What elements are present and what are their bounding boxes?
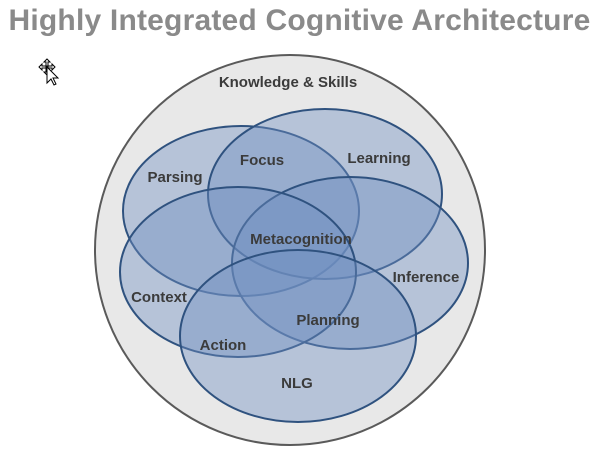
move-cursor-icon bbox=[38, 58, 60, 86]
nlg-label: NLG bbox=[281, 375, 313, 392]
planning-label: Planning bbox=[296, 312, 359, 329]
learning-label: Learning bbox=[347, 150, 410, 167]
inference-label: Inference bbox=[393, 269, 460, 286]
ellipse-left bbox=[119, 186, 357, 358]
diagram-title: Highly Integrated Cognitive Architecture bbox=[8, 4, 591, 37]
ellipse-bottom bbox=[179, 249, 417, 423]
focus-label: Focus bbox=[240, 152, 284, 169]
action-label: Action bbox=[200, 337, 247, 354]
knowledge-skills-label: Knowledge & Skills bbox=[219, 74, 357, 91]
ellipse-top-right bbox=[207, 108, 443, 280]
parsing-label: Parsing bbox=[147, 169, 202, 186]
metacognition-label: Metacognition bbox=[250, 231, 352, 248]
context-label: Context bbox=[131, 289, 187, 306]
